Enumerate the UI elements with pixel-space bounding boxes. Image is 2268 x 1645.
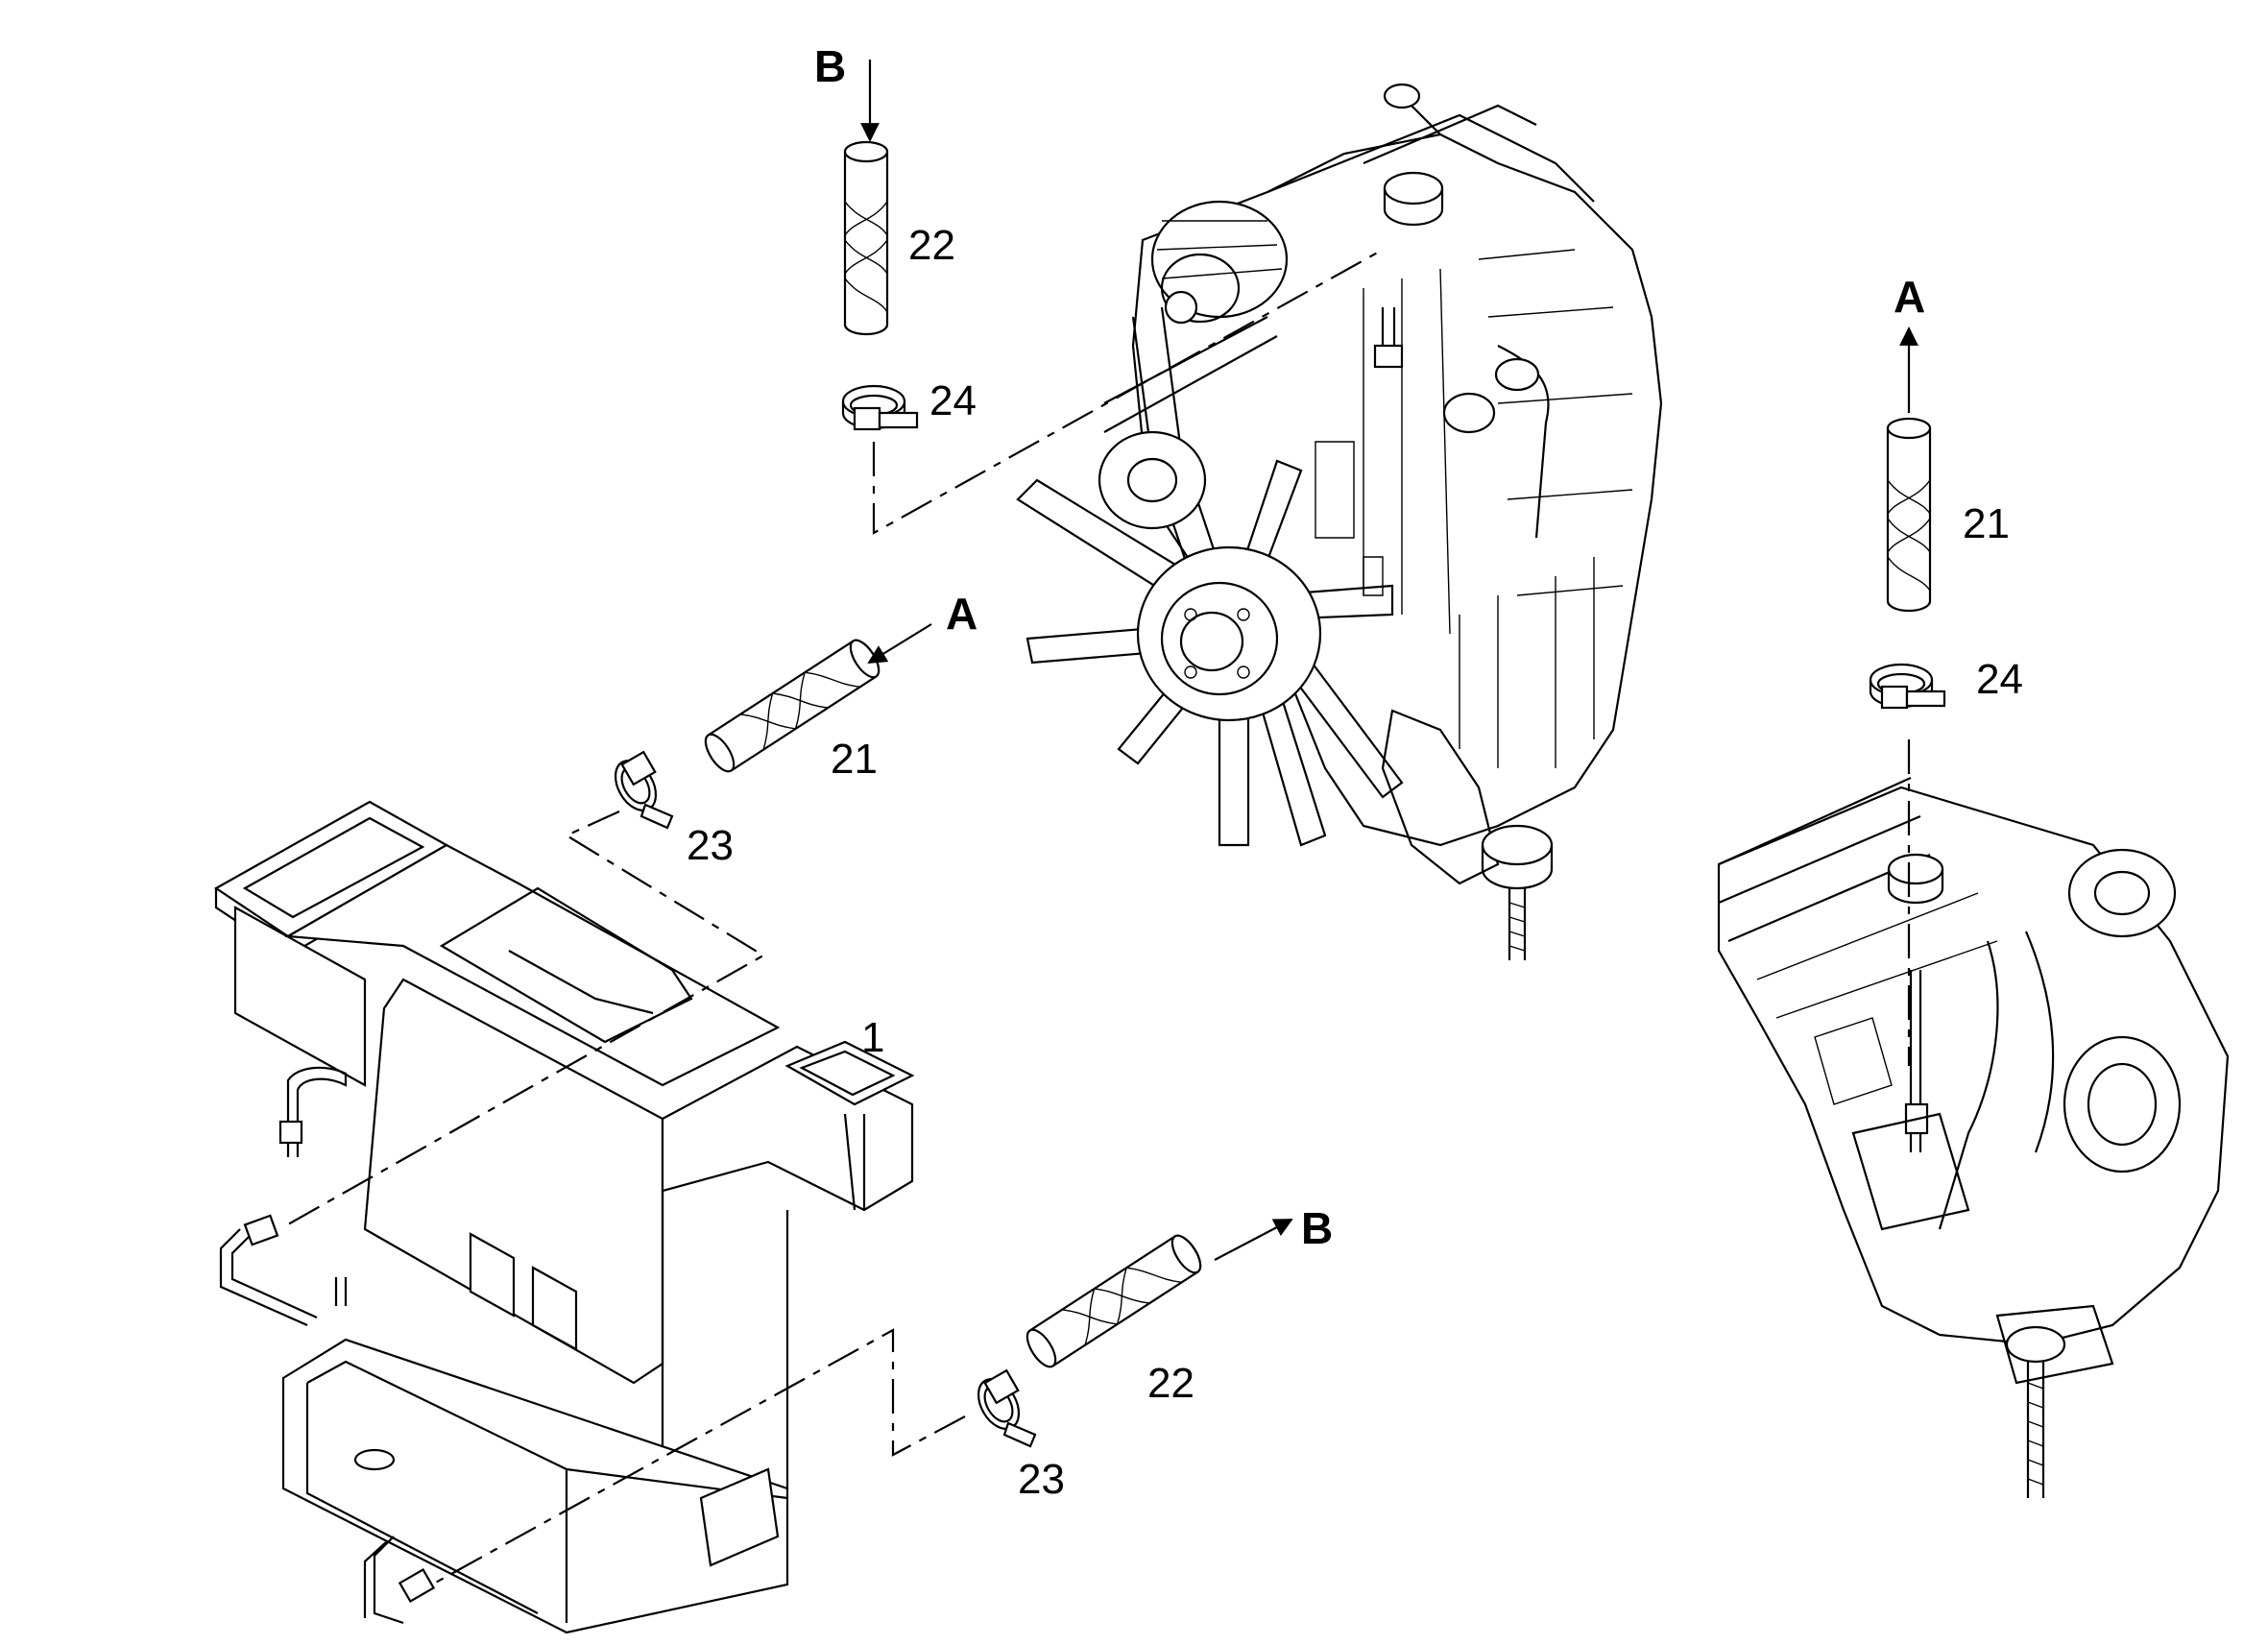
callout-22-top: 22: [908, 222, 955, 269]
engine-assembly: [1016, 83, 1663, 960]
callout-labels: 22 24 21 24 21 23 1 22 23: [687, 222, 2023, 1503]
flow-letters: B A A B: [814, 41, 1925, 1253]
clamp-23-upper: [614, 750, 674, 830]
heater-unit-body: [213, 800, 915, 1634]
flow-letter-b-bottom: B: [1301, 1203, 1333, 1253]
hose-21-right: [1886, 417, 1932, 613]
callout-23-upper: 23: [687, 822, 734, 869]
hose-22-top: [843, 140, 889, 336]
leader-lines: [287, 249, 1911, 1585]
flow-letter-b-top: B: [814, 41, 846, 91]
clamp-24-top: [841, 384, 919, 431]
engine-rear-view: [1717, 776, 2230, 1498]
flow-arrows: [860, 60, 1918, 1261]
flow-letter-a-right: A: [1894, 272, 1925, 322]
flow-letter-a-mid: A: [946, 589, 977, 639]
clamp-24-right: [1869, 663, 1946, 710]
callout-1: 1: [861, 1014, 884, 1061]
callout-24-right: 24: [1976, 656, 2023, 703]
callout-21-right: 21: [1963, 500, 2010, 547]
callout-23-lower: 23: [1018, 1456, 1065, 1503]
hose-22-bottom: [1025, 1234, 1202, 1368]
callout-22-bottom: 22: [1147, 1360, 1194, 1407]
clamp-23-lower: [977, 1368, 1037, 1448]
callout-24-top: 24: [929, 377, 977, 424]
callout-21-mid: 21: [831, 736, 878, 783]
